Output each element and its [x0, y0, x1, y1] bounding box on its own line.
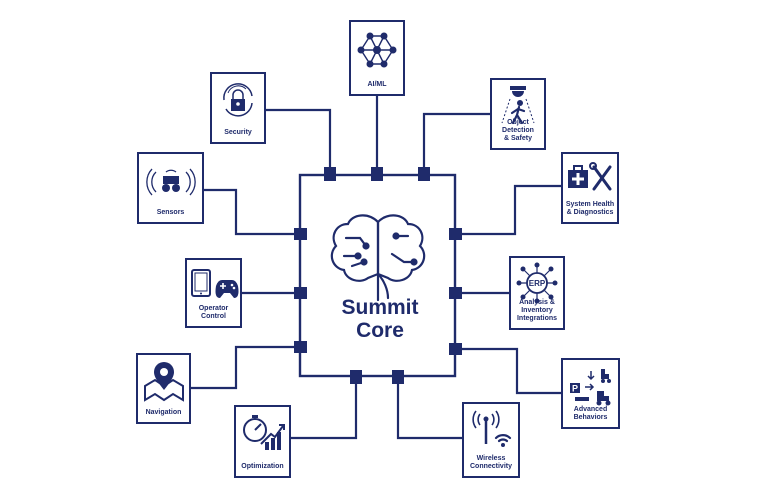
pad [392, 370, 404, 384]
module-label: Navigation [145, 409, 182, 416]
link-security [266, 108, 332, 175]
pad [449, 228, 462, 240]
module-label: Sensors [156, 209, 185, 216]
link-sensors [204, 188, 300, 236]
module-label: Object Detection & Safety [502, 119, 534, 142]
link-object-detection [422, 112, 492, 175]
link-navigation [190, 345, 300, 390]
module-object-detection[interactable]: Object Detection & Safety [490, 78, 546, 150]
module-system-health[interactable]: System Health & Diagnostics [561, 152, 619, 224]
svg-text:P: P [571, 384, 577, 394]
link-system-health [455, 184, 562, 236]
map-pin-icon [143, 362, 184, 402]
pad [294, 228, 307, 240]
module-label: Optimization [241, 463, 284, 470]
module-label: Advanced Behaviors [573, 406, 608, 421]
module-label: Operator Control [198, 305, 229, 320]
pad [350, 370, 362, 384]
module-label: System Health & Diagnostics [565, 201, 615, 216]
module-label: Analysis & Inventory Integrations [516, 299, 558, 322]
module-ai-ml[interactable]: AI/ML [349, 20, 405, 96]
erp-network-icon: ERP [516, 262, 558, 304]
pad [294, 341, 307, 353]
connection-lines [190, 96, 563, 440]
lock-icon [223, 83, 253, 117]
sensor-robot-icon [145, 168, 196, 196]
module-label: Security [224, 129, 252, 136]
module-operator-control[interactable]: Operator Control [185, 258, 242, 328]
diagnostics-icon [568, 162, 612, 191]
brain-icon [330, 214, 426, 302]
module-sensors[interactable]: Sensors [137, 152, 204, 224]
pad [371, 167, 383, 181]
link-optimization [290, 376, 358, 440]
module-optimization[interactable]: Optimization [234, 405, 291, 478]
link-wireless [396, 376, 464, 440]
module-erp[interactable]: ERP Analysis & Inventory Integrations [509, 256, 565, 330]
pad [449, 287, 462, 299]
module-advanced-behaviors[interactable]: P Advanced Behaviors [561, 358, 620, 429]
module-navigation[interactable]: Navigation [136, 353, 191, 424]
module-label: Wireless Connectivity [469, 455, 512, 470]
detection-sensor-icon [501, 86, 535, 125]
stopwatch-chart-icon [242, 415, 285, 450]
tablet-gamepad-icon [190, 269, 238, 298]
pad [418, 167, 430, 181]
wireless-tower-icon [472, 410, 512, 447]
module-security[interactable]: Security [210, 72, 266, 144]
erp-badge: ERP [529, 279, 546, 288]
connector-pads [294, 167, 462, 384]
module-label: AI/ML [367, 81, 387, 88]
forklift-parking-icon: P [569, 369, 611, 406]
pad [324, 167, 336, 181]
core-title-line2: Core [356, 319, 404, 342]
module-wireless[interactable]: Wireless Connectivity [462, 402, 520, 478]
pad [449, 343, 462, 355]
link-advanced-behaviors [455, 347, 563, 395]
neural-network-icon [357, 32, 397, 68]
core-title-line1: Summit [341, 296, 419, 319]
pad [294, 287, 307, 299]
